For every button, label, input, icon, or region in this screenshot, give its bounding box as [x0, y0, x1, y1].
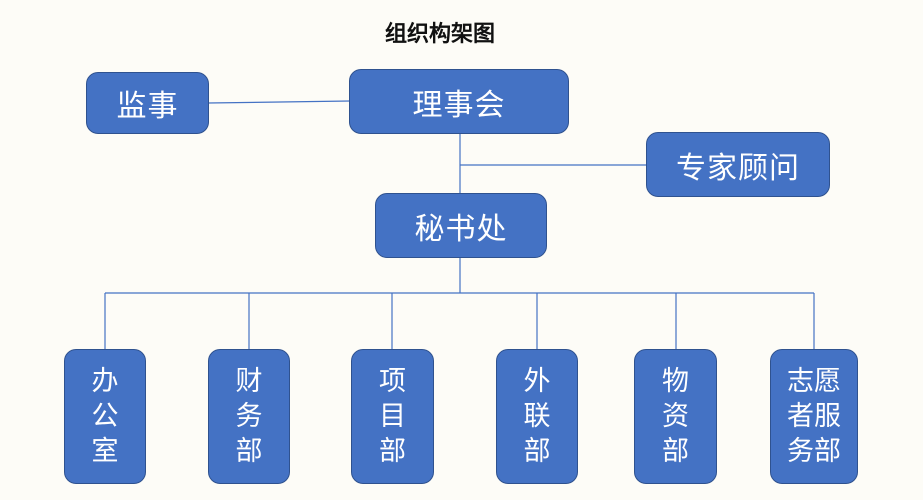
department-label-line: 资 — [662, 401, 689, 432]
department-label-line: 务部 — [787, 436, 841, 467]
department-label-line: 室 — [91, 436, 119, 467]
supervisor-node: 监事 — [86, 72, 209, 134]
department-label-line: 务 — [235, 401, 263, 432]
department-label-line: 项 — [379, 366, 406, 397]
department-label-line: 者服 — [787, 401, 841, 432]
department-label-line: 部 — [523, 436, 551, 467]
chart-title: 组织构架图 — [384, 22, 495, 47]
department-label-line: 财 — [235, 366, 263, 397]
department-label-line: 外 — [523, 366, 551, 397]
department-label-line: 联 — [523, 401, 551, 432]
department-label-line: 目 — [379, 401, 406, 432]
supervisor-connector — [207, 100, 351, 104]
department-node: 外 联 部 — [496, 349, 578, 484]
department-label-line: 部 — [379, 436, 406, 467]
department-label-line: 物 — [662, 366, 689, 397]
experts-node: 专家顾问 — [646, 132, 830, 197]
department-label-line: 办 — [91, 366, 119, 397]
department-label-line: 部 — [235, 436, 263, 467]
department-label-line: 公 — [91, 401, 119, 432]
secretariat-node: 秘书处 — [375, 193, 547, 258]
council-node: 理事会 — [349, 69, 569, 134]
experts-label: 专家顾问 — [676, 150, 800, 186]
secretariat-label: 秘书处 — [414, 211, 508, 247]
department-node: 办 公 室 — [64, 349, 146, 484]
council-label: 理事会 — [412, 87, 506, 123]
department-node: 财 务 部 — [208, 349, 290, 484]
department-node: 志愿 者服 务部 — [770, 349, 858, 484]
supervisor-label: 监事 — [116, 89, 179, 124]
department-node: 物 资 部 — [634, 349, 717, 484]
department-label-line: 部 — [662, 436, 689, 467]
department-node: 项 目 部 — [351, 349, 434, 484]
department-label-line: 志愿 — [787, 366, 841, 397]
